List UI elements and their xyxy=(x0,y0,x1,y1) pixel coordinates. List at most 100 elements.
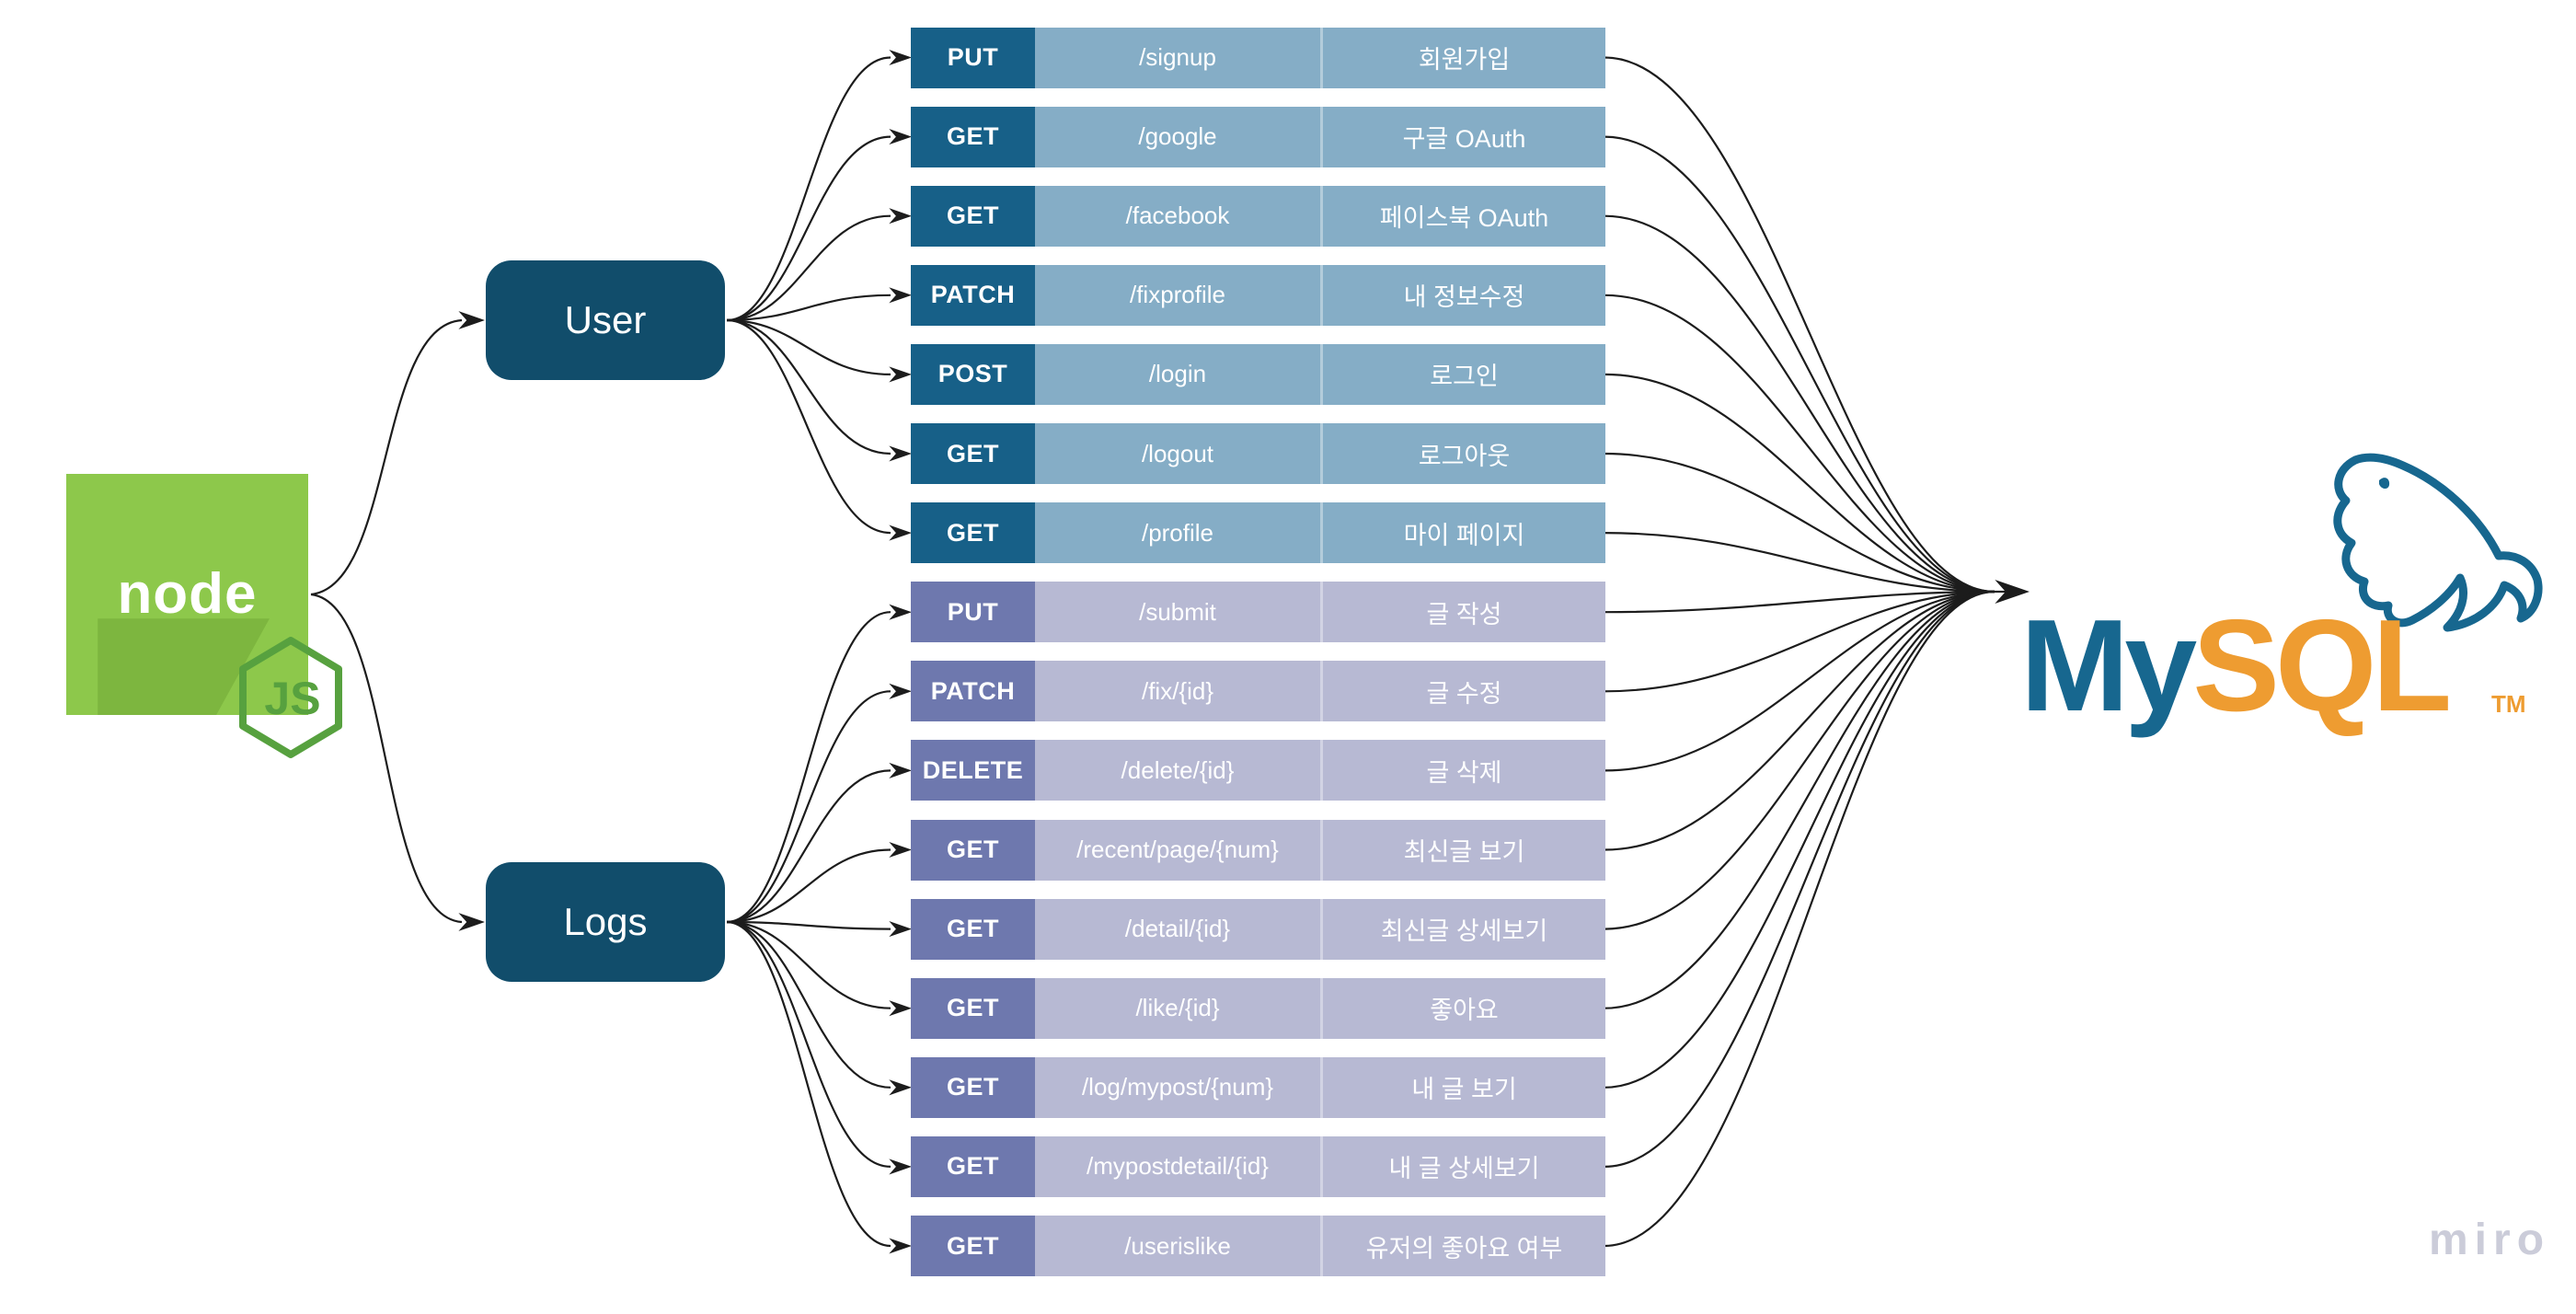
description-cell[interactable]: 내 글 보기 xyxy=(1320,1056,1605,1118)
connector-line xyxy=(726,135,891,322)
connector-line xyxy=(1604,532,1995,594)
path-label: /delete/{id} xyxy=(1121,755,1235,784)
description-cell[interactable]: 로그인 xyxy=(1320,343,1605,405)
arrowhead-icon xyxy=(889,762,912,778)
description-label: 내 글 보기 xyxy=(1411,1076,1517,1104)
description-cell[interactable]: 로그아웃 xyxy=(1320,423,1605,484)
method-cell[interactable]: GET xyxy=(911,185,1035,247)
description-cell[interactable]: 회원가입 xyxy=(1320,27,1605,88)
method-label: GET xyxy=(946,122,999,151)
api-row[interactable]: GET/recent/page/{num}최신글 보기 xyxy=(911,819,1605,881)
method-cell[interactable]: PUT xyxy=(911,27,1035,88)
api-row[interactable]: PUT/signup 회원가입 xyxy=(911,27,1605,88)
path-cell[interactable]: /delete/{id} xyxy=(1035,740,1320,801)
mysql-wordmark: MySQL xyxy=(2020,593,2448,739)
method-cell[interactable]: PUT xyxy=(911,582,1035,643)
description-cell[interactable]: 최신글 상세보기 xyxy=(1320,898,1605,960)
description-label: 로그인 xyxy=(1430,363,1499,391)
method-cell[interactable]: GET xyxy=(911,898,1035,960)
api-row[interactable]: GET/like/{id} 좋아요 xyxy=(911,977,1605,1039)
connector-line xyxy=(726,214,891,322)
nodejs-logo[interactable]: node JS xyxy=(66,474,342,758)
path-cell[interactable]: /logout xyxy=(1035,423,1320,484)
method-cell[interactable]: GET xyxy=(911,1135,1035,1197)
hub-logs[interactable]: Logs xyxy=(486,862,725,982)
mysql-dolphin-icon xyxy=(2333,453,2543,632)
description-label: 글 삭제 xyxy=(1426,758,1502,787)
method-cell[interactable]: POST xyxy=(911,343,1035,405)
api-row[interactable]: POST/login 로그인 xyxy=(911,343,1605,405)
arrowhead-icon xyxy=(889,1158,912,1175)
description-cell[interactable]: 유저의 좋아요 여부 xyxy=(1320,1216,1605,1276)
description-label: 유저의 좋아요 여부 xyxy=(1365,1234,1563,1262)
connector-line xyxy=(1604,590,1995,1248)
api-row[interactable]: GET/userislike 유저의 좋아요 여부 xyxy=(911,1216,1605,1276)
path-cell[interactable]: /profile xyxy=(1035,502,1320,564)
path-label: /detail/{id} xyxy=(1124,915,1231,943)
path-cell[interactable]: /facebook xyxy=(1035,185,1320,247)
method-cell[interactable]: PATCH xyxy=(911,661,1035,722)
api-row[interactable]: PATCH/fix/{id}글 수정 xyxy=(911,661,1605,722)
path-cell[interactable]: /signup xyxy=(1035,27,1320,88)
path-cell[interactable]: /login xyxy=(1035,343,1320,405)
path-cell[interactable]: /recent/page/{num} xyxy=(1035,819,1320,881)
method-label: DELETE xyxy=(922,755,1024,784)
method-cell[interactable]: PATCH xyxy=(911,264,1035,326)
hub-user-label: User xyxy=(564,298,647,341)
path-cell[interactable]: /like/{id} xyxy=(1035,977,1320,1039)
description-label: 회원가입 xyxy=(1418,46,1511,74)
path-label: /userislike xyxy=(1124,1231,1231,1260)
description-cell[interactable]: 글 삭제 xyxy=(1320,740,1605,801)
description-cell[interactable]: 최신글 보기 xyxy=(1320,819,1605,881)
description-cell[interactable]: 내 정보수정 xyxy=(1320,264,1605,326)
connector-line xyxy=(726,56,891,322)
method-label: PUT xyxy=(947,597,999,626)
connector-line xyxy=(726,920,891,1248)
method-cell[interactable]: GET xyxy=(911,106,1035,167)
path-cell[interactable]: /fixprofile xyxy=(1035,264,1320,326)
method-cell[interactable]: GET xyxy=(911,502,1035,564)
api-row[interactable]: GET/detail/{id} 최신글 상세보기 xyxy=(911,898,1605,960)
connector-line xyxy=(726,920,891,1168)
method-cell[interactable]: GET xyxy=(911,977,1035,1039)
method-cell[interactable]: GET xyxy=(911,423,1035,484)
method-label: PUT xyxy=(947,43,999,71)
hub-user[interactable]: User xyxy=(486,260,725,380)
description-cell[interactable]: 마이 페이지 xyxy=(1320,502,1605,564)
description-cell[interactable]: 글 수정 xyxy=(1320,661,1605,722)
method-cell[interactable]: GET xyxy=(911,1216,1035,1276)
description-cell[interactable]: 좋아요 xyxy=(1320,977,1605,1039)
method-label: GET xyxy=(946,915,999,943)
api-row[interactable]: DELETE/delete/{id} 글 삭제 xyxy=(911,740,1605,801)
description-cell[interactable]: 구글 OAuth xyxy=(1320,106,1605,167)
method-label: GET xyxy=(946,836,999,863)
description-cell[interactable]: 내 글 상세보기 xyxy=(1320,1135,1605,1197)
method-cell[interactable]: GET xyxy=(911,819,1035,881)
path-cell[interactable]: /userislike xyxy=(1035,1216,1320,1276)
path-cell[interactable]: /log/mypost/{num} xyxy=(1035,1056,1320,1118)
description-cell[interactable]: 페이스북 OAuth xyxy=(1320,185,1605,247)
path-cell[interactable]: /detail/{id} xyxy=(1035,898,1320,960)
path-cell[interactable]: /fix/{id} xyxy=(1035,661,1320,722)
connector-line xyxy=(310,318,463,596)
api-row[interactable]: GET/log/mypost/{num} 내 글 보기 xyxy=(911,1056,1605,1118)
arrowhead-icon xyxy=(458,311,485,329)
path-cell[interactable]: /google xyxy=(1035,106,1320,167)
mysql-word-my: My xyxy=(2020,593,2197,739)
path-cell[interactable]: /mypostdetail/{id} xyxy=(1035,1135,1320,1197)
path-label: /like/{id} xyxy=(1135,994,1220,1022)
mysql-logo[interactable]: MySQL TM xyxy=(2015,432,2567,739)
api-row[interactable]: GET/mypostdetail/{id}내 글 상세보기 xyxy=(911,1135,1605,1197)
method-cell[interactable]: DELETE xyxy=(911,740,1035,801)
method-cell[interactable]: GET xyxy=(911,1056,1035,1118)
mysql-word-sql: SQL xyxy=(2192,593,2448,739)
description-cell[interactable]: 글 작성 xyxy=(1320,582,1605,643)
path-cell[interactable]: /submit xyxy=(1035,582,1320,643)
